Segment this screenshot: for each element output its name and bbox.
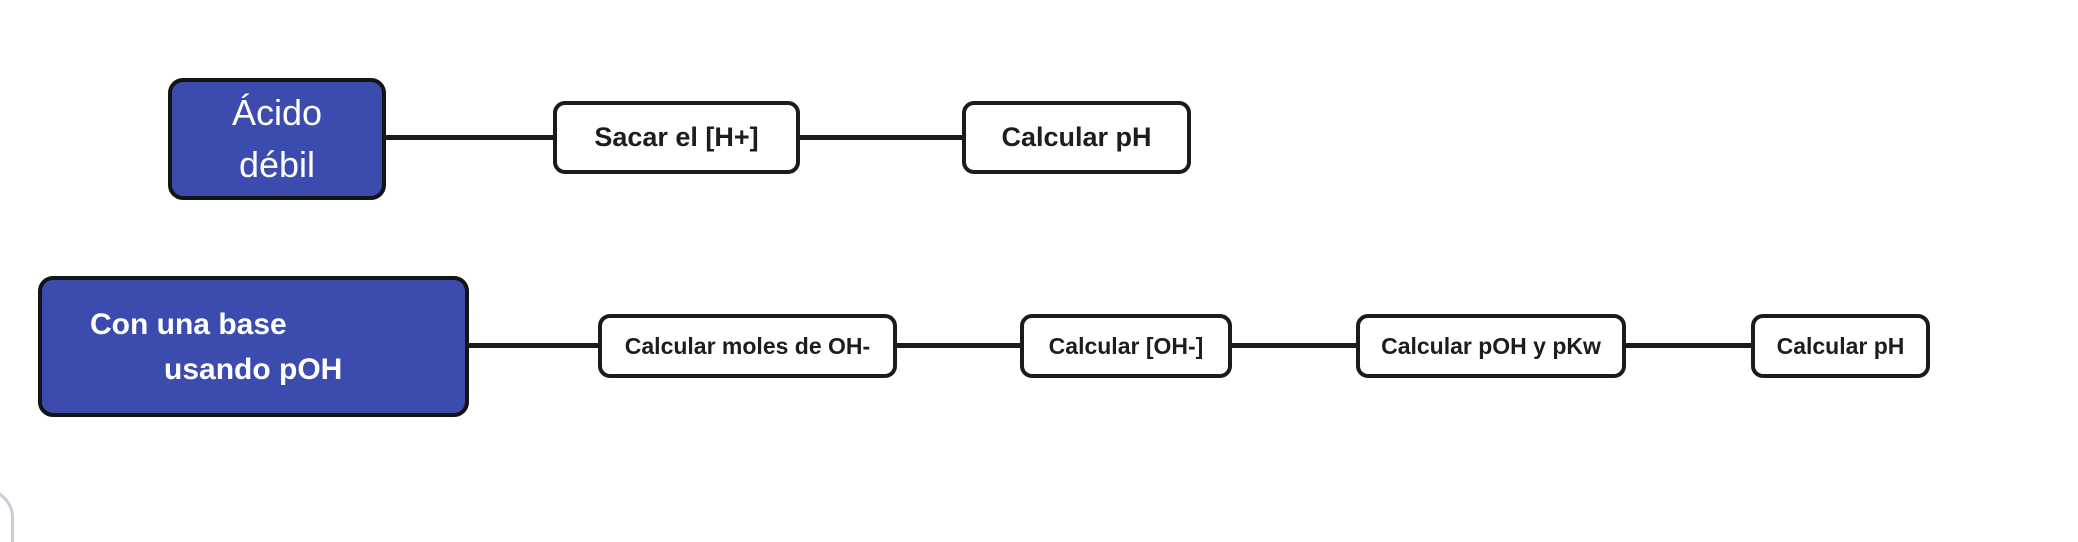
connector-line (1230, 343, 1358, 348)
step-calcular-moles-oh[interactable]: Calcular moles de OH- (598, 314, 897, 378)
step-calcular-poh-pkw[interactable]: Calcular pOH y pKw (1356, 314, 1626, 378)
step-calcular-oh[interactable]: Calcular [OH-] (1020, 314, 1232, 378)
connector-line (467, 343, 600, 348)
step-calcular-ph-acido[interactable]: Calcular pH (962, 101, 1191, 174)
step-label: Calcular pH (1001, 122, 1152, 152)
node-label-line: débil (238, 144, 316, 185)
node-acido-debil[interactable]: Ácido débil (168, 78, 386, 200)
connector-line (798, 135, 964, 140)
step-label: Calcular pH (1776, 332, 1905, 359)
node-con-una-base-usando-poh[interactable]: Con una base usando pOH (38, 276, 469, 417)
panel-corner-fragment (0, 488, 14, 542)
step-label: Calcular pOH y pKw (1381, 332, 1601, 359)
step-label: Sacar el [H+] (594, 122, 759, 152)
node-label-line: usando pOH (164, 352, 343, 386)
step-sacar-el-h[interactable]: Sacar el [H+] (553, 101, 800, 174)
connector-line (384, 135, 555, 140)
connector-line (1624, 343, 1753, 348)
node-label-line: Ácido (231, 92, 323, 133)
step-calcular-ph-base[interactable]: Calcular pH (1751, 314, 1930, 378)
node-label-line: Con una base (90, 307, 287, 341)
connector-line (895, 343, 1022, 348)
step-label: Calcular [OH-] (1048, 332, 1204, 359)
step-label: Calcular moles de OH- (624, 332, 871, 359)
